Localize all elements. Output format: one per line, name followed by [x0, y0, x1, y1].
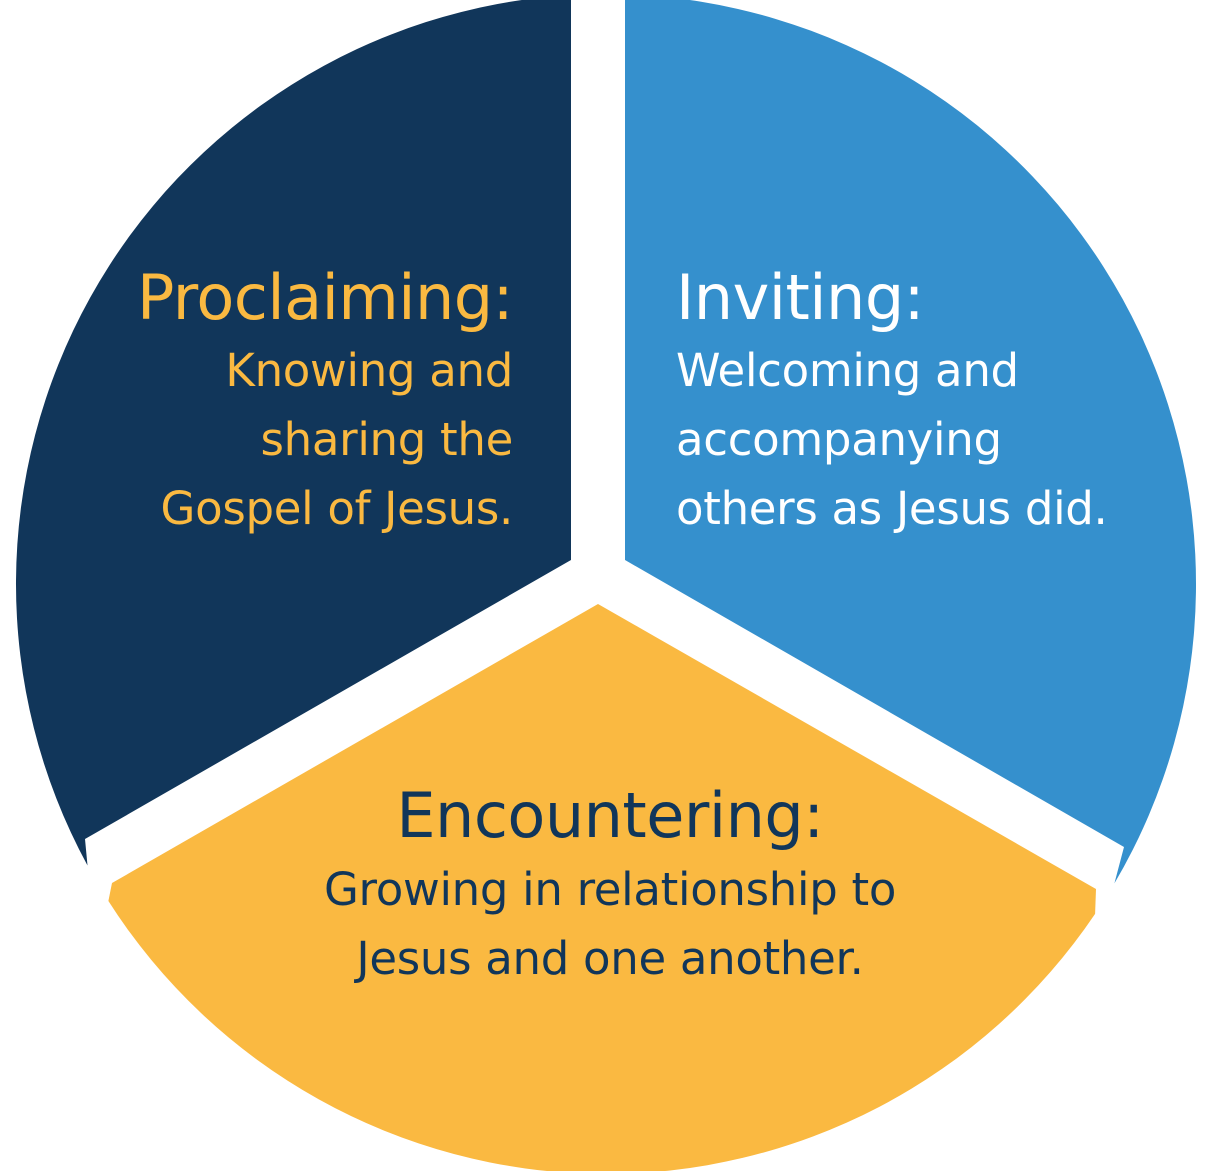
inviting-line-1: Welcoming and [676, 344, 1019, 397]
encountering-line-2: Jesus and one another. [356, 932, 864, 985]
proclaiming-text-block: Proclaiming: Knowing and sharing the Gos… [136, 260, 514, 543]
proclaiming-heading: Proclaiming: [136, 261, 514, 334]
inviting-text-block: Inviting: Welcoming and accompanying oth… [676, 260, 1108, 543]
proclaiming-line-1: Knowing and [225, 344, 513, 397]
segment-proclaiming [16, 0, 571, 866]
encountering-line-1: Growing in relationship to [323, 863, 897, 916]
encountering-heading: Encountering: [396, 779, 824, 852]
encountering-text-block: Encountering: Growing in relationship to… [0, 777, 1208, 993]
proclaiming-line-3: Gospel of Jesus. [160, 482, 514, 535]
segment-encountering [108, 604, 1096, 1171]
inviting-line-2: accompanying [676, 413, 1002, 466]
inviting-line-3: others as Jesus did. [676, 482, 1108, 535]
segment-inviting [625, 0, 1196, 884]
proclaiming-line-2: sharing the [260, 413, 514, 466]
inviting-heading: Inviting: [676, 261, 925, 334]
